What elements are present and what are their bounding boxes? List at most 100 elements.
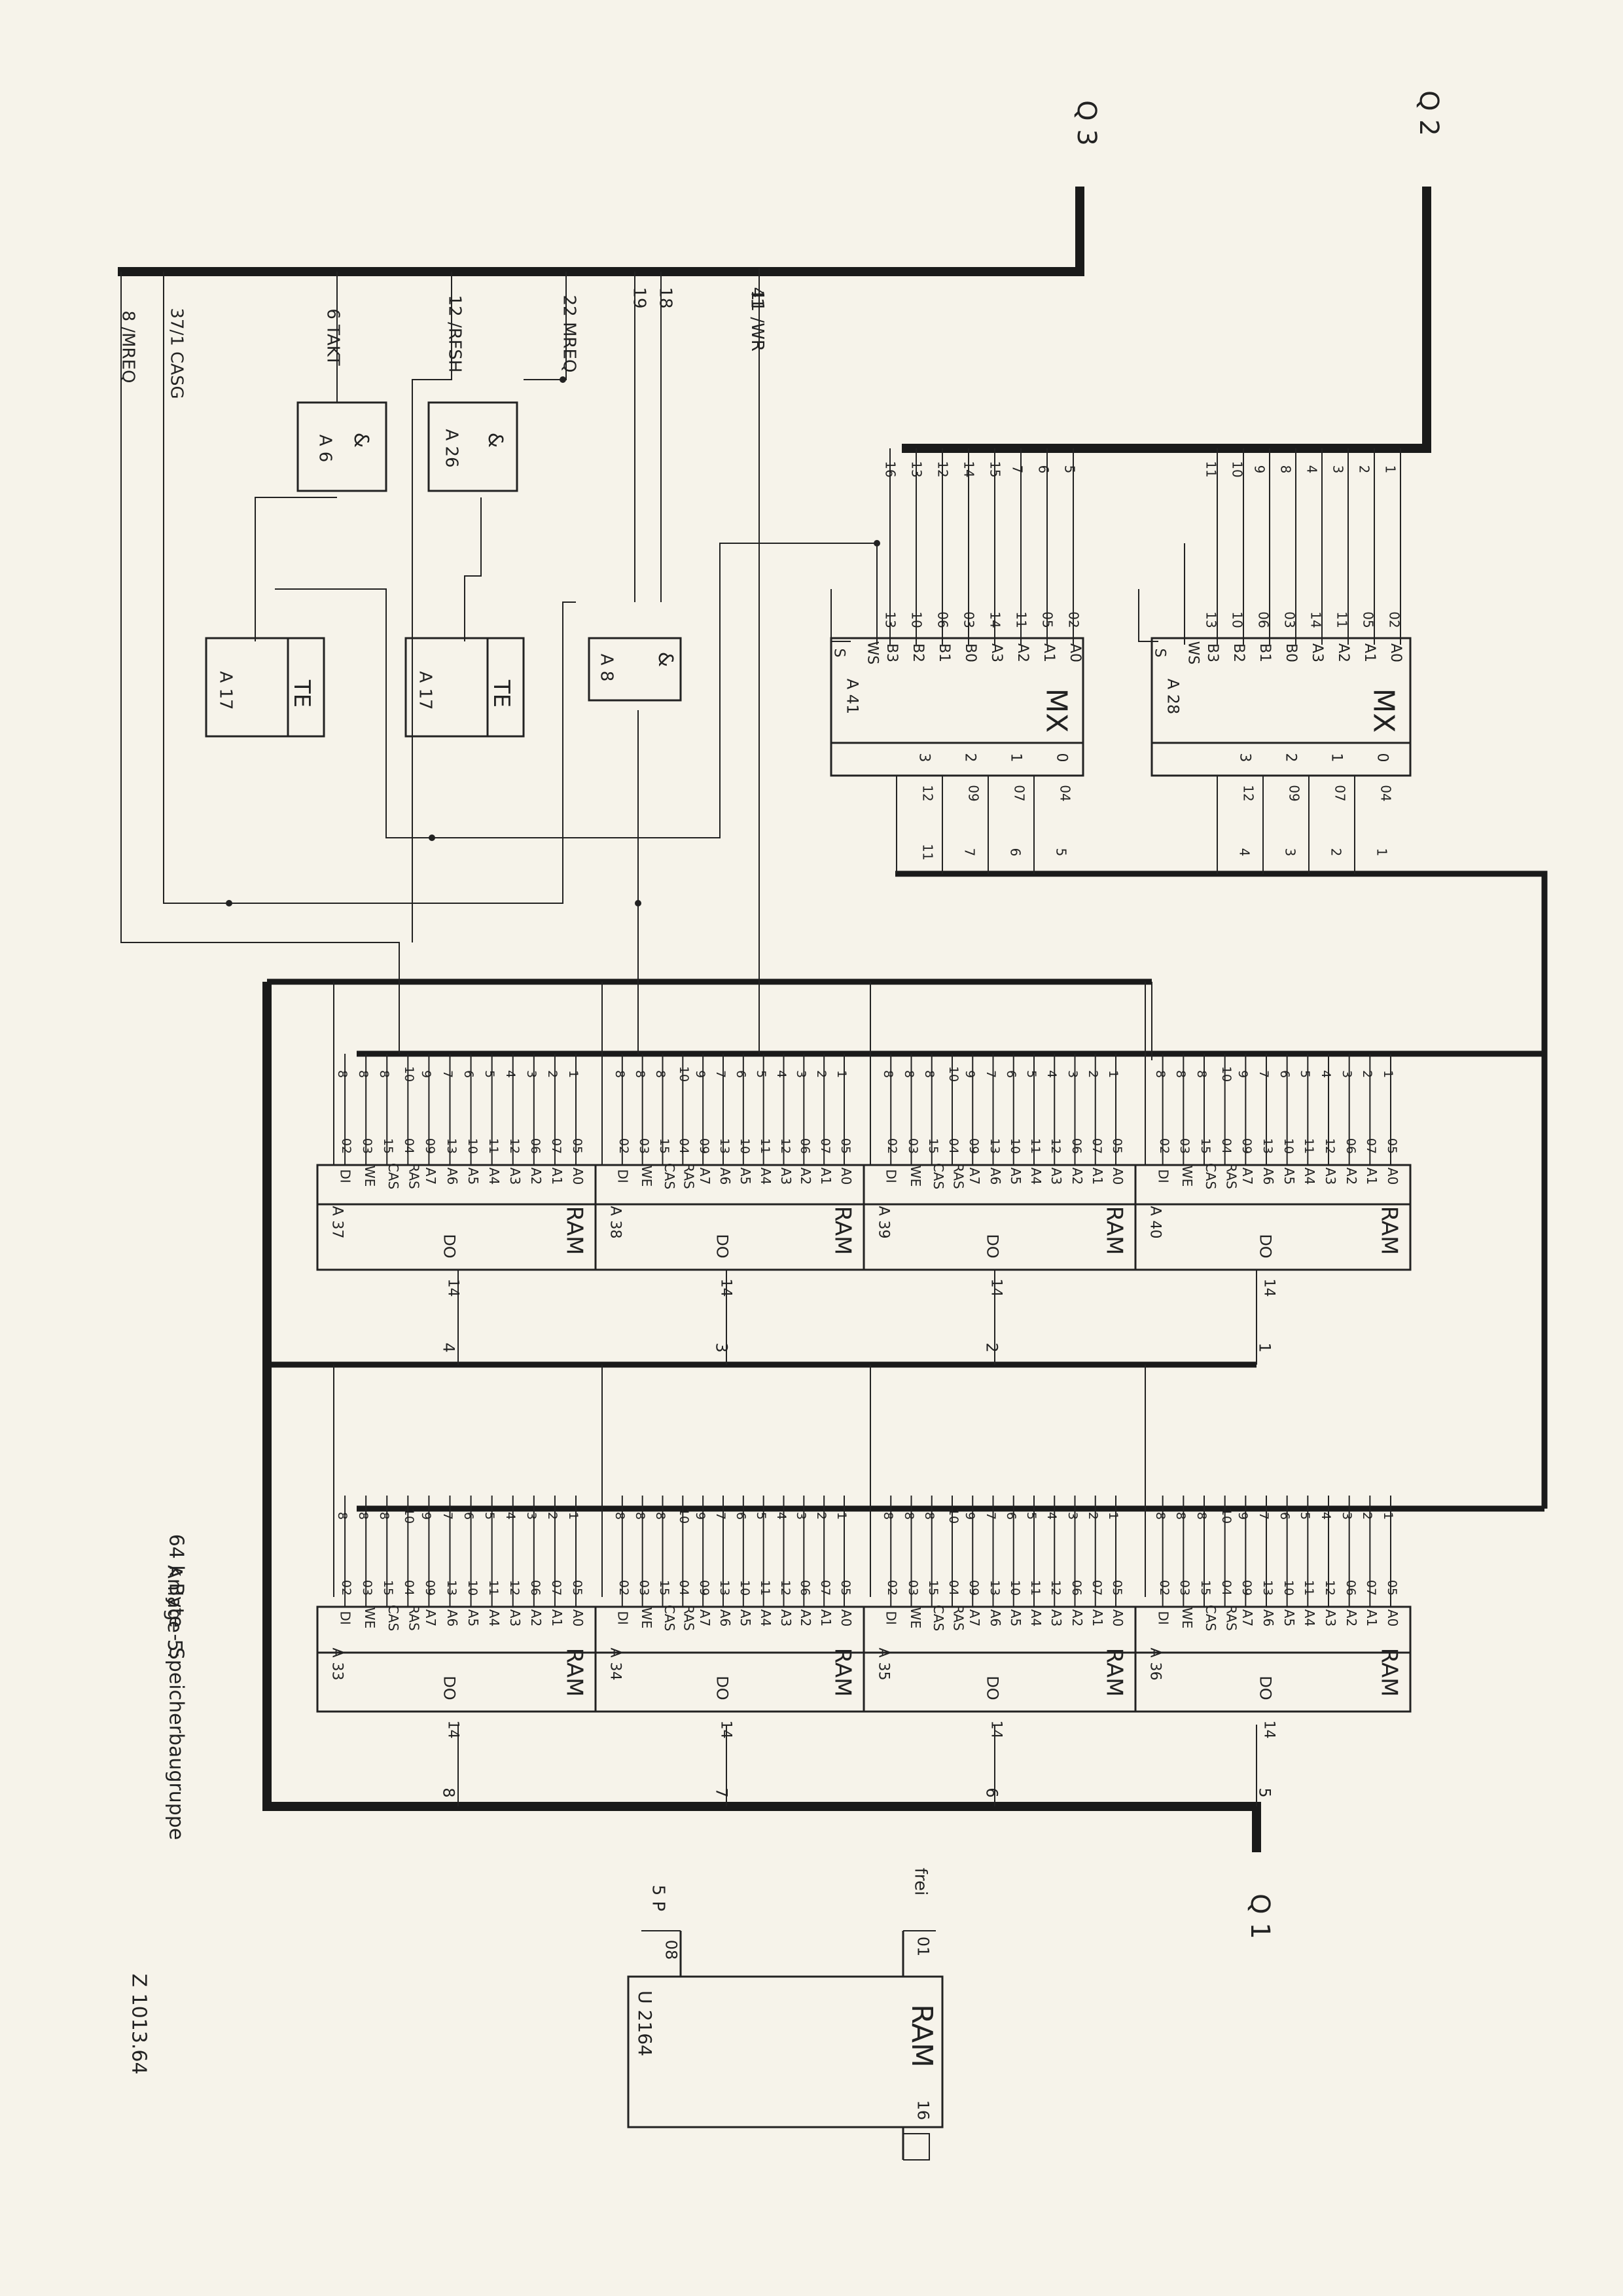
- ram-bus-number: 6: [1003, 1511, 1018, 1520]
- spare-pin-top: 01: [914, 1936, 933, 1957]
- ram-out-pin: 14: [717, 1278, 734, 1297]
- ram-pin-number: 04: [402, 1579, 417, 1596]
- ram-pin-stubs: [344, 1054, 1391, 1607]
- ram-bus-number: 1: [566, 1511, 581, 1520]
- ram-pin-label: A1: [818, 1609, 834, 1627]
- ram-pin-label: RAS: [1223, 1163, 1240, 1189]
- ram-pin-label: CAS: [930, 1604, 946, 1632]
- mux-input-pin: 14: [987, 611, 1003, 628]
- ram-pin-number: 03: [905, 1138, 920, 1155]
- spare-ram-type: RAM: [904, 2004, 938, 2068]
- ram-data-bit: 1: [1255, 1342, 1274, 1353]
- ram-pin-label: DI: [615, 1611, 631, 1625]
- gate-a26: [427, 401, 518, 492]
- ram-bus-number: 10: [677, 1066, 692, 1083]
- ram-pin-number: 12: [777, 1138, 793, 1155]
- ram-bus-number: 2: [1360, 1511, 1375, 1520]
- mux-bus-pin: 1: [1374, 848, 1390, 857]
- ff-right-type: TE: [488, 679, 515, 708]
- mux-bus-pin: 7: [961, 848, 978, 857]
- ram-bus-number: 2: [544, 1511, 560, 1520]
- ram-bus-number: 1: [834, 1511, 849, 1520]
- ram-pin-number: 09: [1240, 1138, 1255, 1155]
- mux-input-pin: 13: [882, 611, 899, 628]
- ram-pin-label: A1: [1089, 1609, 1105, 1627]
- ram-out-pin: 14: [988, 1720, 1004, 1739]
- ram-chip-type: RAM: [1376, 1647, 1402, 1697]
- connector-q2: Q 2: [1413, 90, 1444, 136]
- ram-pin-number: 07: [549, 1138, 563, 1155]
- ram-bus-number: 8: [612, 1069, 627, 1079]
- ram-pin-label: A7: [967, 1167, 983, 1185]
- ram-pin-number: 10: [1281, 1579, 1296, 1596]
- ram-data-bit: 8: [439, 1787, 458, 1798]
- ram-pin-number: 10: [737, 1138, 752, 1155]
- mux-top-pin: 5: [1061, 465, 1078, 474]
- gate-a8-label: A 8: [596, 653, 616, 682]
- ram-pin-number: 10: [465, 1579, 480, 1596]
- ram-pin-number: 10: [465, 1138, 480, 1155]
- ram-bus-number: 8: [652, 1511, 668, 1520]
- mux-top-pin: 1: [1382, 465, 1399, 474]
- ram-chip-out: DO: [1256, 1676, 1275, 1700]
- mux-output-label: 2: [961, 753, 978, 762]
- ram-data-bit: 6: [982, 1787, 1001, 1798]
- ram-bus-number: 3: [794, 1069, 809, 1079]
- ram-pin-number: 10: [1007, 1138, 1022, 1155]
- connector-q3: Q 3: [1071, 100, 1101, 146]
- mux-ctrl-label: S: [1151, 648, 1168, 658]
- ram-bus-number: 2: [1360, 1069, 1375, 1079]
- gate-a8: [588, 637, 682, 702]
- ram-bus-number: 7: [983, 1511, 998, 1520]
- ram-bus-number: 8: [612, 1511, 627, 1520]
- ram-bus-number: 8: [921, 1069, 936, 1079]
- ram-pin-number: 13: [987, 1138, 1002, 1155]
- ram-pin-label: DI: [883, 1611, 899, 1625]
- ram-pin-label: A1: [818, 1167, 834, 1185]
- mux-output-label: 0: [1053, 753, 1070, 762]
- junction-dots: [226, 376, 880, 906]
- ram-pin-label: A0: [1385, 1167, 1401, 1185]
- ram-row-top: [316, 1164, 1412, 1271]
- ram-bus-number: 7: [983, 1069, 998, 1079]
- ram-pin-number: 12: [1048, 1579, 1063, 1596]
- ram-bus-number: 7: [1257, 1511, 1272, 1520]
- ram-bus-number: 10: [946, 1066, 961, 1083]
- ram-pin-number: 02: [1156, 1579, 1171, 1596]
- ram-pin-number: 12: [1048, 1138, 1063, 1155]
- ram-pin-label: RAS: [406, 1605, 423, 1631]
- ram-pin-label: A6: [987, 1167, 1003, 1185]
- ram-pin-label: A7: [967, 1609, 983, 1627]
- mux-top-pin: 10: [1229, 461, 1245, 478]
- ff-right-id: A 17: [415, 671, 435, 710]
- ram-pin-label: A2: [1069, 1609, 1085, 1627]
- ram-bus-number: 3: [1065, 1069, 1080, 1079]
- ram-pin-number: 15: [656, 1579, 671, 1596]
- signal-19: 19: [629, 287, 649, 309]
- ram-pin-number: 02: [339, 1138, 354, 1155]
- ram-out-pin: 14: [444, 1720, 461, 1739]
- ram-bus-number: 8: [632, 1069, 647, 1079]
- ram-pin-number: 13: [1260, 1138, 1275, 1155]
- mux-output-pin: 04: [1057, 785, 1073, 802]
- ram-pin-label: A0: [838, 1167, 855, 1185]
- signal-mreq: 22 MREQ: [559, 295, 579, 373]
- ram-pin-label: A3: [1048, 1167, 1065, 1185]
- mux-top-pin: 4: [1304, 465, 1320, 474]
- mux-a28: [1150, 637, 1412, 777]
- mux-input-label: A3: [988, 643, 1005, 663]
- ram-pin-number: 04: [677, 1579, 692, 1596]
- mux-bus-pin: 11: [919, 844, 936, 861]
- ram-bus-number: 8: [1173, 1511, 1188, 1520]
- ram-bus-number: 8: [652, 1069, 668, 1079]
- ram-pin-number: 02: [339, 1579, 354, 1596]
- ram-bus-number: 4: [1319, 1511, 1334, 1520]
- ram-pin-number: 02: [1156, 1138, 1171, 1155]
- ram-chip-id: A 37: [329, 1206, 346, 1239]
- mux-top-pin: 12: [935, 461, 951, 478]
- ram-bus-number: 3: [1339, 1069, 1354, 1079]
- ram-bus-number: 4: [503, 1069, 518, 1079]
- ram-pin-label: DI: [615, 1169, 631, 1183]
- mux-output-pin: 07: [1332, 785, 1348, 802]
- mux-output-label: 3: [1236, 753, 1253, 762]
